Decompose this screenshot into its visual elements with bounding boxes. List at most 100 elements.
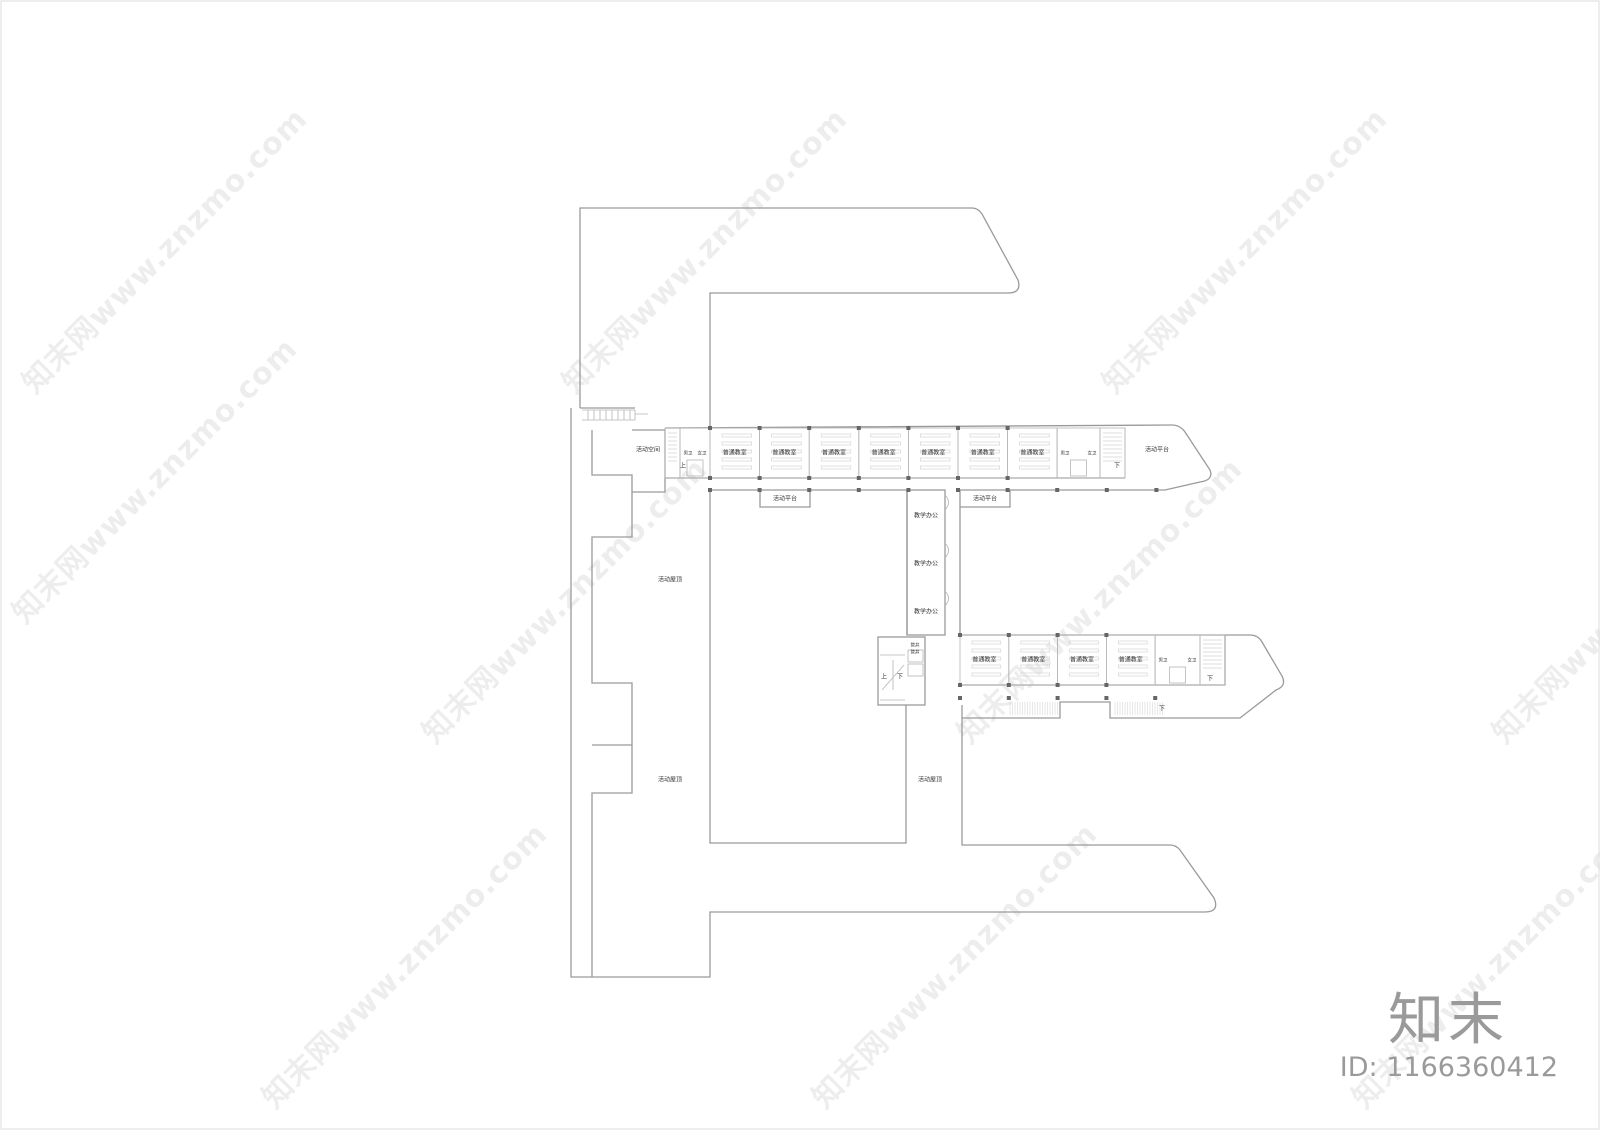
desk-row [870, 465, 901, 470]
desk-row [920, 441, 951, 446]
desk-row [870, 449, 901, 454]
elevator [907, 663, 924, 677]
stair [1199, 634, 1226, 686]
courtyard-outline [709, 490, 907, 844]
desk-row [969, 433, 1000, 438]
desk-row [1069, 648, 1099, 653]
label-down-right: 下 [1114, 463, 1120, 470]
column [956, 476, 960, 480]
desk-row [721, 441, 752, 446]
desk-row [1069, 664, 1099, 669]
desk-row [971, 648, 1002, 653]
desk-row [1118, 656, 1148, 661]
desk-row [969, 449, 1000, 454]
label-roof-2: 活动屋顶 [658, 776, 682, 784]
column [807, 426, 812, 430]
column [1055, 488, 1060, 492]
label-down-ramp: 下 [1159, 706, 1165, 713]
desk-row [1069, 640, 1099, 645]
desk-row [1019, 449, 1050, 454]
desk-row [771, 449, 802, 454]
office-block [906, 489, 946, 636]
desk-row [1019, 465, 1050, 470]
classroom-label: 普通教室 [723, 449, 747, 457]
label-down-lower: 下 [1207, 676, 1213, 683]
desk-row [721, 457, 752, 462]
elevator [907, 649, 924, 663]
column [906, 426, 911, 430]
desk-row [920, 457, 951, 462]
label-shaft-2: 管井 [911, 649, 920, 656]
column [1006, 696, 1011, 700]
top-roof-outline [579, 207, 1020, 428]
classroom-label: 普通教室 [772, 449, 796, 457]
label-down: 下 [897, 674, 903, 681]
label-office-2: 教学办公 [914, 560, 938, 568]
desk-row [1020, 664, 1050, 669]
column [757, 426, 762, 430]
classroom-label: 普通教室 [921, 449, 945, 457]
column [1006, 683, 1011, 687]
classroom-label: 普通教室 [822, 449, 846, 457]
desk-row [969, 465, 1000, 470]
label-activity-platform: 活动平台 [1145, 446, 1169, 454]
column [1055, 633, 1060, 637]
label-office-3: 教学办公 [914, 608, 938, 616]
toilet-lobby [686, 459, 704, 477]
label-roof-1: 活动屋顶 [658, 576, 682, 584]
label-activity-space: 活动空间 [636, 446, 660, 454]
column [1055, 696, 1060, 700]
desk-row [1020, 640, 1050, 645]
column [856, 476, 861, 480]
entry-stair [582, 409, 648, 421]
column [1153, 696, 1158, 700]
label-shaft-1: 管井 [911, 642, 920, 649]
column [956, 488, 960, 492]
desk-row [971, 664, 1002, 669]
logo: 知末 [1388, 988, 1508, 1053]
desk-row [870, 441, 901, 446]
column [1005, 476, 1010, 480]
left-inner-line [591, 430, 633, 977]
platform-right [960, 490, 1011, 508]
column [807, 488, 812, 492]
male-wc-label: 男卫 [1061, 451, 1070, 457]
column [906, 476, 911, 480]
classroom-label: 普通教室 [971, 449, 995, 457]
desk-row [721, 449, 752, 454]
desk-row [771, 433, 802, 438]
column [906, 488, 911, 492]
label-platform-right: 活动平台 [973, 495, 997, 503]
column [956, 426, 960, 430]
desk-row [920, 465, 951, 470]
desk-row [771, 465, 802, 470]
column [1104, 633, 1109, 637]
label-roof-3: 活动屋顶 [918, 776, 942, 784]
desk-row [870, 433, 901, 438]
activity-space-outline [632, 429, 666, 493]
desk-row [820, 449, 852, 454]
desk-row [1020, 672, 1050, 677]
desk-row [1020, 656, 1050, 661]
column [1104, 488, 1109, 492]
column [1055, 683, 1060, 687]
desk-row [1118, 664, 1148, 669]
label-platform-left: 活动平台 [773, 495, 797, 503]
female-wc-label: 女卫 [1188, 657, 1197, 664]
platform-left [759, 490, 811, 508]
office-door [944, 494, 949, 511]
desk-row [1118, 672, 1148, 677]
column [708, 488, 712, 492]
column [708, 426, 712, 430]
female-wc-label: 女卫 [1088, 450, 1097, 457]
column [1005, 488, 1010, 492]
female-wc-label: 女卫 [698, 450, 707, 457]
desk-row [920, 449, 951, 454]
classroom-label: 普通教室 [872, 449, 896, 457]
desk-row [969, 441, 1000, 446]
desk-row [1019, 441, 1050, 446]
left-strip-outline [570, 407, 1217, 978]
desk-row [1019, 433, 1050, 438]
column [708, 476, 712, 480]
